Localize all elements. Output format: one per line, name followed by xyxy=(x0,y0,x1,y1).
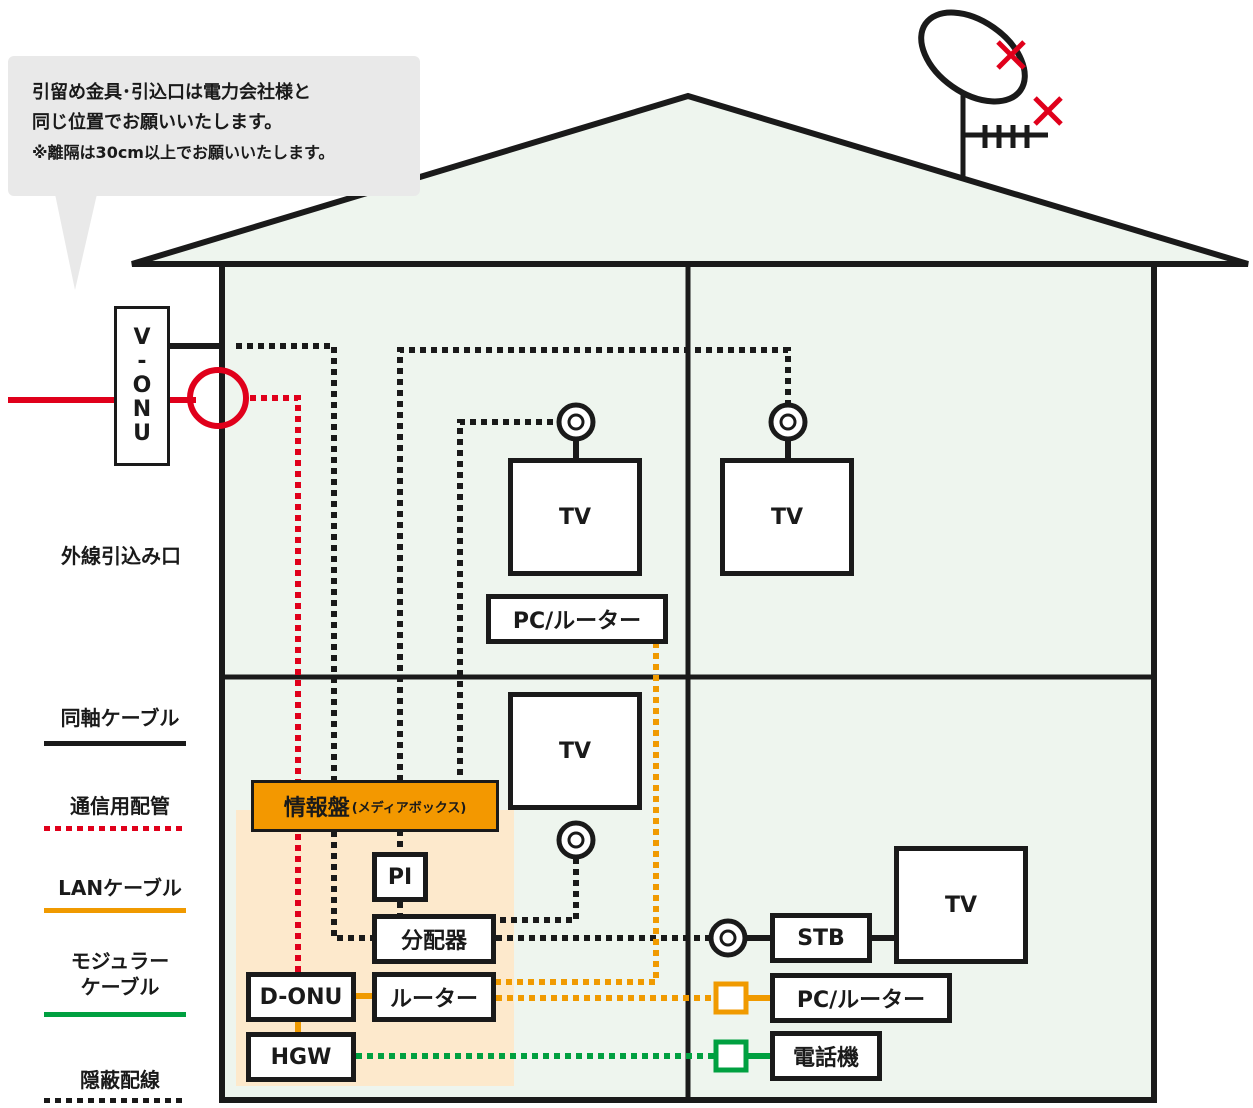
splitter-box: 分配器 xyxy=(372,914,496,964)
legend-modular-line-1: モジュラー xyxy=(70,949,170,973)
info-panel-sublabel: (メディアボックス) xyxy=(351,800,467,816)
legend-hidden-label: 隠蔽配線 xyxy=(80,1068,160,1092)
pc-router-lower: PC/ルーター xyxy=(770,973,952,1023)
antenna xyxy=(918,9,1063,180)
info-panel-label: 情報盤 xyxy=(283,796,350,821)
tv-outlet-icon xyxy=(556,820,596,860)
legend-modular-line-2: ケーブル xyxy=(80,975,160,999)
legend-coax-line xyxy=(44,741,186,746)
hidden-wiring xyxy=(236,343,791,941)
legend-lan-line xyxy=(44,908,186,913)
tv-outlet-icon xyxy=(556,402,596,442)
tv-lower-right: TV xyxy=(894,846,1028,964)
donu-box: D-ONU xyxy=(246,972,356,1022)
stb-box: STB xyxy=(770,913,872,963)
phone-box: 電話機 xyxy=(770,1031,882,1081)
vonu-letter: - xyxy=(137,349,147,374)
tv-outlet-icon xyxy=(708,918,748,958)
x-mark-icon xyxy=(996,40,1026,70)
legend-coax-label: 同軸ケーブル xyxy=(60,706,180,730)
tv-outlet-icon xyxy=(768,402,808,442)
legend-lan-label: LANケーブル xyxy=(58,876,182,900)
note-line-3: ※離隔は30cm以上でお願いいたします。 xyxy=(32,143,335,162)
lan-outlet-icon xyxy=(713,981,749,1015)
callout-tail xyxy=(55,194,97,290)
router-box: ルーター xyxy=(372,972,496,1022)
legend-entry-point: 外線引込み口 xyxy=(61,544,181,568)
legend-hidden-line xyxy=(44,1098,186,1103)
legend-modular-line xyxy=(44,1012,186,1017)
vonu-box: V - O N U xyxy=(114,306,170,466)
tv-lower-left: TV xyxy=(508,692,642,810)
legend-conduit-label: 通信用配管 xyxy=(70,794,170,818)
legend-modular-label: モジュラー ケーブル xyxy=(40,948,200,1000)
vonu-letter: O xyxy=(132,373,152,398)
note-line-1: 引留め金具･引込口は電力会社様と xyxy=(32,82,311,103)
tv-upper-left: TV xyxy=(508,458,642,576)
entry-point-icon xyxy=(187,367,249,429)
vonu-letter: U xyxy=(133,421,151,446)
satellite-dish-icon xyxy=(918,9,1028,105)
legend-conduit-line xyxy=(44,826,186,831)
hgw-box: HGW xyxy=(246,1032,356,1082)
vonu-letter: N xyxy=(132,397,152,422)
tv-upper-right: TV xyxy=(720,458,854,576)
vonu-letter: V xyxy=(133,325,151,350)
pc-router-upper: PC/ルーター xyxy=(486,594,668,644)
info-panel: 情報盤 (メディアボックス) xyxy=(251,780,499,832)
coax-wiring xyxy=(573,440,896,941)
x-mark-icon xyxy=(1033,96,1063,126)
modular-outlet-icon xyxy=(713,1039,749,1073)
note-line-2: 同じ位置でお願いいたします。 xyxy=(32,112,283,133)
pi-box: PI xyxy=(372,852,428,902)
installation-note-callout: 引留め金具･引込口は電力会社様と 同じ位置でお願いいたします。 ※離隔は30cm… xyxy=(8,56,420,196)
